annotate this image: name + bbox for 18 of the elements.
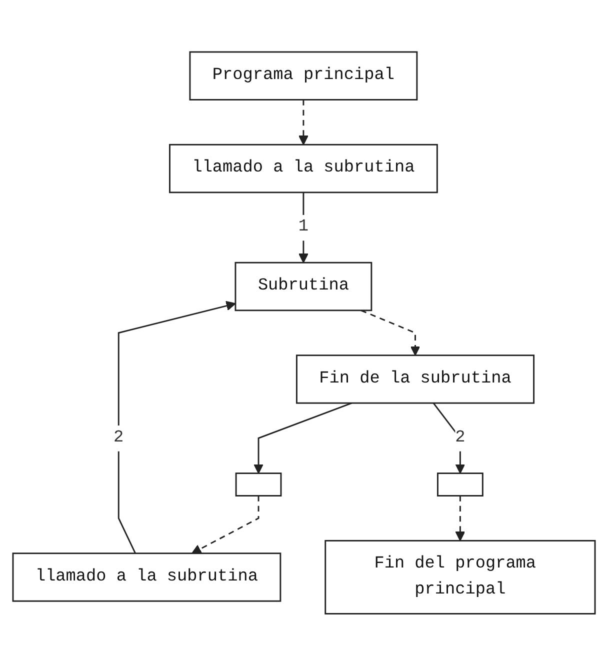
- node-box: Fin del programa principal: [324, 540, 596, 614]
- arrow: [432, 402, 465, 474]
- arrow: [117, 300, 236, 554]
- node-box: Programa principal: [188, 50, 418, 100]
- node-box: llamado a la subrutina: [168, 144, 438, 193]
- arrow: [191, 495, 259, 554]
- arrow: [253, 402, 352, 474]
- arrow: [298, 99, 308, 145]
- node-box: [436, 472, 483, 496]
- node-box: Subrutina: [234, 262, 372, 311]
- edge-label: 2: [454, 427, 465, 447]
- node-box: Fin de la subrutina: [295, 354, 534, 404]
- edge-label: 2: [113, 427, 124, 447]
- arrow: [454, 495, 465, 541]
- node-box: llamado a la subrutina: [12, 552, 281, 602]
- edge-label: 1: [298, 216, 308, 236]
- node-box: [234, 472, 282, 496]
- arrow: [360, 309, 420, 356]
